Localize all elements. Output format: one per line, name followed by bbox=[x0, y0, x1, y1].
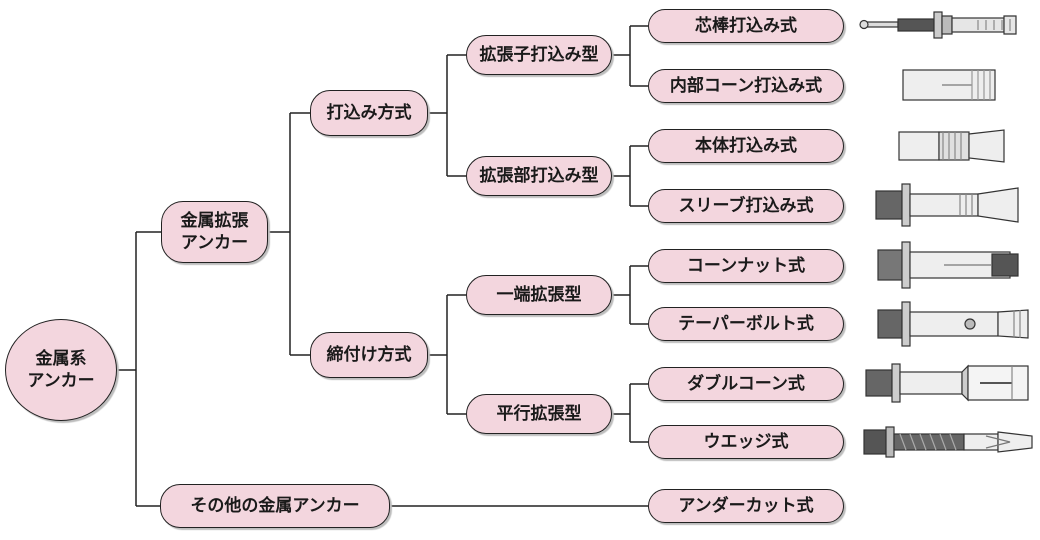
other-metal-anchor-node: その他の金属アンカー bbox=[160, 484, 390, 528]
leaf-undercut: アンダーカット式 bbox=[648, 489, 844, 523]
leaf-body-driven: 本体打込み式 bbox=[648, 129, 844, 163]
cone-nut-anchor-icon bbox=[877, 241, 1019, 289]
leaf-taper-bolt: テーパーボルト式 bbox=[648, 307, 844, 341]
driven-method-node: 打込み方式 bbox=[310, 90, 428, 136]
leaf-internal-cone-driven: 内部コーン打込み式 bbox=[648, 69, 844, 103]
parallel-expansion-type-node: 平行拡張型 bbox=[466, 394, 612, 434]
body-driven-anchor-icon bbox=[898, 129, 1005, 163]
taper-bolt-anchor-icon bbox=[877, 301, 1029, 347]
leaf-core-rod-driven: 芯棒打込み式 bbox=[648, 9, 844, 43]
sleeve-driven-anchor-icon bbox=[875, 183, 1019, 227]
leaf-sleeve-driven: スリーブ打込み式 bbox=[648, 189, 844, 223]
one-end-expansion-type-node: 一端拡張型 bbox=[466, 275, 612, 315]
root-node: 金属系 アンカー bbox=[5, 319, 117, 421]
expansion-part-driven-type-node: 拡張部打込み型 bbox=[466, 156, 612, 196]
leaf-double-cone: ダブルコーン式 bbox=[648, 367, 844, 401]
expansion-anchor-node: 金属拡張 アンカー bbox=[161, 201, 268, 263]
leaf-cone-nut: コーンナット式 bbox=[648, 249, 844, 283]
tightening-method-node: 締付け方式 bbox=[310, 332, 428, 378]
double-cone-anchor-icon bbox=[865, 363, 1029, 403]
core-rod-anchor-icon bbox=[859, 11, 1017, 39]
internal-cone-anchor-icon bbox=[902, 69, 996, 101]
wedge-anchor-icon bbox=[863, 426, 1033, 458]
leaf-wedge: ウエッジ式 bbox=[648, 425, 844, 459]
expander-driven-type-node: 拡張子打込み型 bbox=[466, 35, 612, 75]
